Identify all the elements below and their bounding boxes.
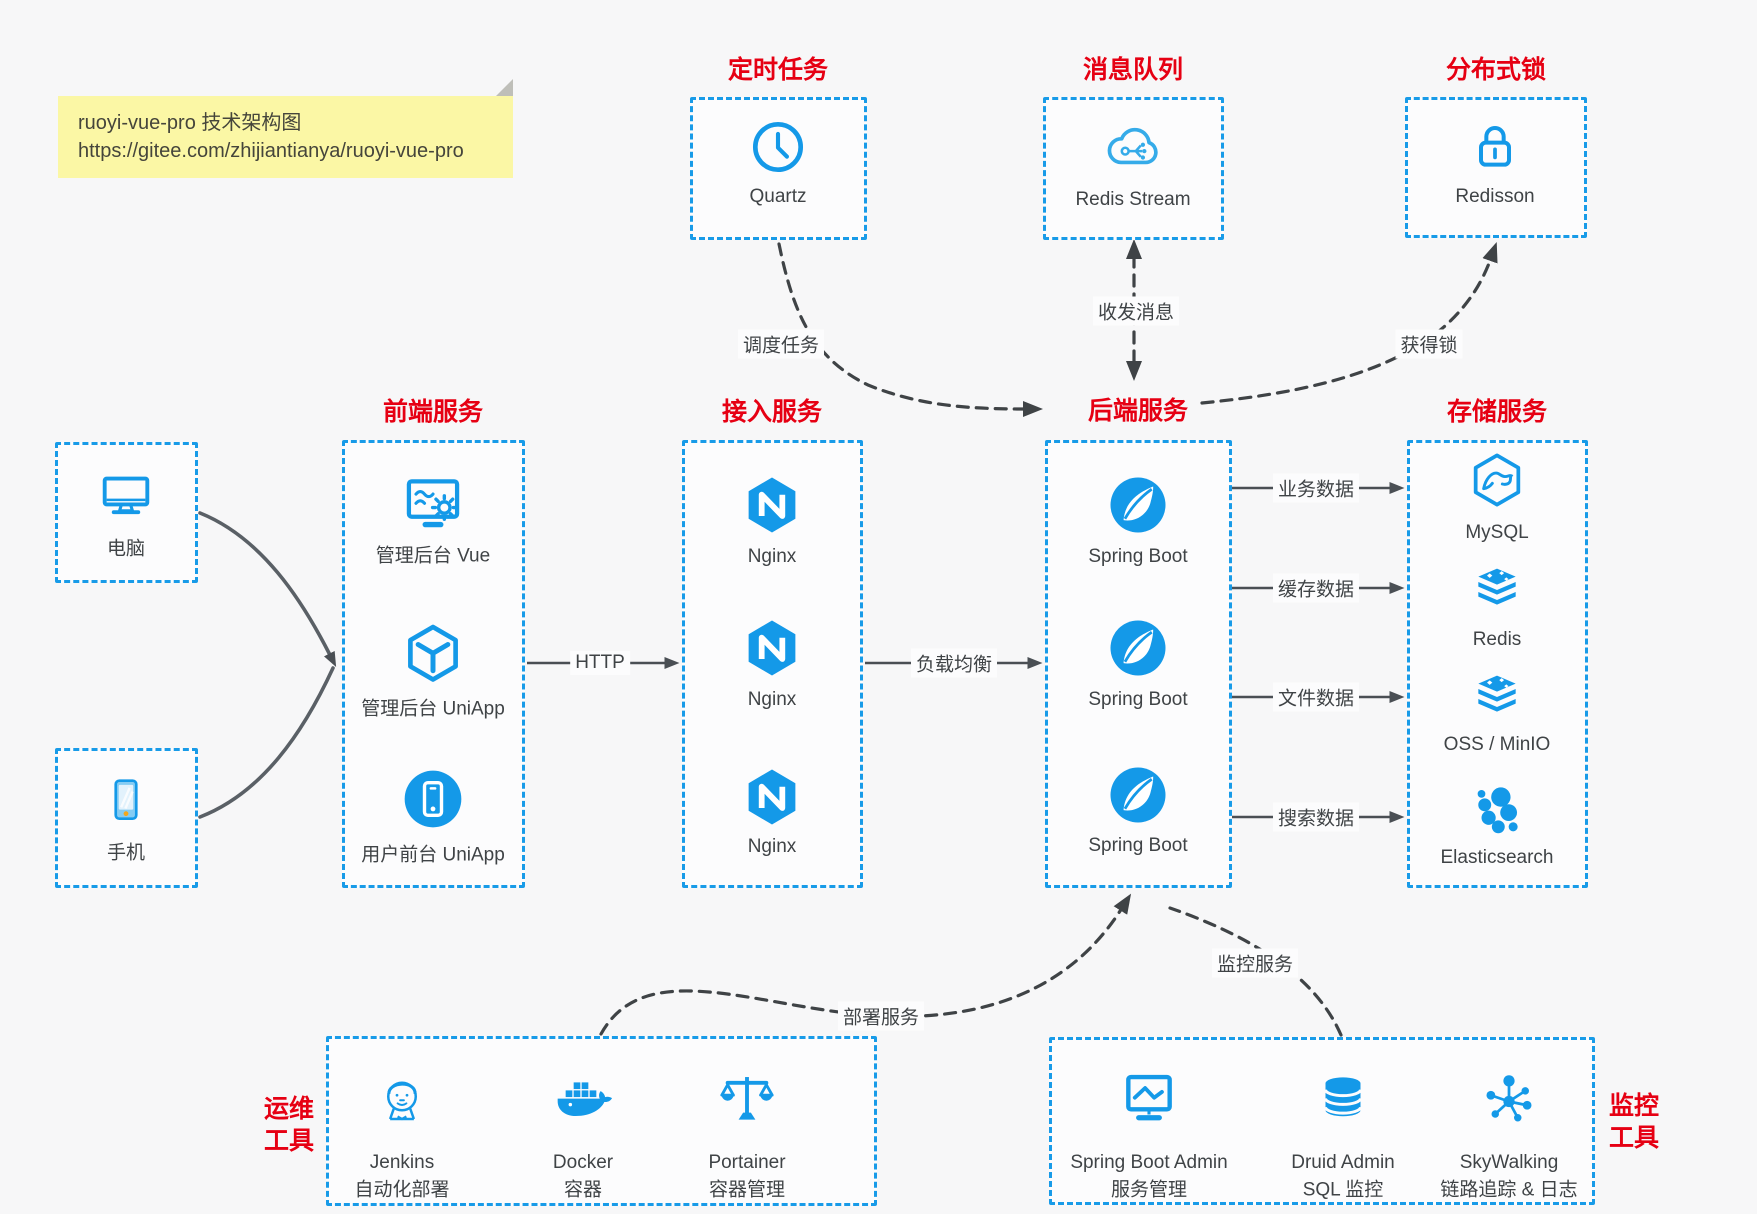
title-lock: 分布式锁 <box>1445 56 1547 84</box>
edge-pc-to-frontend <box>198 511 337 668</box>
monitor-item-name: Druid Admin <box>1291 1152 1395 1173</box>
title-devops-line2: 工具 <box>263 1127 315 1155</box>
cloud-stream-icon <box>1107 127 1158 165</box>
skywalking-icon <box>1486 1075 1532 1122</box>
edge-label-file-data: 文件数据 <box>1272 682 1360 712</box>
pc-label: 电脑 <box>106 538 146 560</box>
title-frontend: 前端服务 <box>382 398 484 426</box>
redisson-label: Redisson <box>1455 186 1535 207</box>
title-gateway: 接入服务 <box>721 398 823 426</box>
devops-item-desc: 容器 <box>563 1179 603 1201</box>
phone-label: 手机 <box>106 842 146 864</box>
title-monitor-line1: 监控 <box>1608 1092 1660 1120</box>
docker-icon <box>557 1082 613 1116</box>
title-devops-line1: 运维 <box>263 1095 315 1123</box>
redis-stream-box <box>1043 97 1224 240</box>
devops-item-name: Portainer <box>708 1152 786 1173</box>
computer-icon <box>102 476 150 515</box>
frontend-item-label: 管理后台 Vue <box>375 545 491 567</box>
title-backend: 后端服务 <box>1087 397 1189 425</box>
edge-label-cache-data: 缓存数据 <box>1272 573 1360 603</box>
edge-label-message: 收发消息 <box>1092 296 1180 326</box>
uniapp-admin-icon <box>408 624 458 682</box>
smartphone-icon <box>114 779 138 821</box>
mysql-icon <box>1473 453 1521 507</box>
backend-item-label: Spring Boot <box>1088 835 1188 856</box>
frontend-item-label: 用户前台 UniApp <box>361 844 505 866</box>
note-title: ruoyi-vue-pro 技术架构图 <box>78 112 302 134</box>
admin-vue-icon <box>406 479 460 528</box>
edge-label-schedule: 调度任务 <box>737 329 825 359</box>
storage-item-label: MySQL <box>1465 522 1529 543</box>
nginx-icon <box>748 769 796 825</box>
redis-icon <box>1478 568 1516 605</box>
spring-boot-icon <box>1110 767 1166 823</box>
redis-stream-label: Redis Stream <box>1075 189 1191 210</box>
spring-boot-admin-icon <box>1126 1074 1172 1121</box>
backend-item-label: Spring Boot <box>1088 546 1188 567</box>
edge-label-lock: 获得锁 <box>1395 329 1463 359</box>
devops-box <box>326 1036 877 1206</box>
edge-label-http: HTTP <box>570 651 630 675</box>
devops-item-name: Docker <box>552 1152 614 1173</box>
storage-item-label: Redis <box>1472 629 1522 650</box>
monitor-box <box>1049 1037 1595 1205</box>
monitor-item-desc: 服务管理 <box>1110 1179 1188 1201</box>
nginx-icon <box>748 477 796 533</box>
edge-label-search-data: 搜索数据 <box>1272 802 1360 832</box>
monitor-item-desc: 链路追踪 & 日志 <box>1440 1179 1578 1201</box>
devops-item-desc: 自动化部署 <box>354 1179 450 1201</box>
frontend-item-label: 管理后台 UniApp <box>361 698 505 720</box>
spring-boot-icon <box>1110 477 1166 533</box>
edge-label-biz-data: 业务数据 <box>1272 473 1360 503</box>
gateway-item-label: Nginx <box>747 546 797 567</box>
title-storage: 存储服务 <box>1446 398 1548 426</box>
title-mq: 消息队列 <box>1082 56 1184 84</box>
druid-icon <box>1324 1077 1362 1117</box>
quartz-label: Quartz <box>749 186 807 207</box>
edge-label-loadbalance: 负载均衡 <box>910 648 998 678</box>
storage-item-label: Elasticsearch <box>1440 847 1554 868</box>
monitor-item-desc: SQL 监控 <box>1302 1179 1384 1201</box>
edge-phone-to-frontend <box>198 666 335 819</box>
nginx-icon <box>748 620 796 676</box>
edge-label-deploy: 部署服务 <box>837 1001 925 1031</box>
clock-icon <box>752 121 804 173</box>
note-url: https://gitee.com/zhijiantianya/ruoyi-vu… <box>78 140 464 162</box>
edge-label-monitor: 监控服务 <box>1211 948 1299 978</box>
backend-item-label: Spring Boot <box>1088 689 1188 710</box>
title-monitor-line2: 工具 <box>1608 1124 1660 1152</box>
oss-minio-icon <box>1478 675 1516 712</box>
devops-item-name: Jenkins <box>369 1152 435 1173</box>
storage-item-label: OSS / MinIO <box>1443 734 1551 755</box>
monitor-item-name: Spring Boot Admin <box>1070 1152 1228 1173</box>
portainer-icon <box>720 1077 774 1120</box>
spring-boot-icon <box>1110 620 1166 676</box>
title-scheduler: 定时任务 <box>727 56 829 84</box>
redisson-box <box>1405 97 1587 238</box>
monitor-item-name: SkyWalking <box>1459 1152 1559 1173</box>
edge-schedule-arrow <box>777 242 1043 417</box>
devops-item-desc: 容器管理 <box>708 1179 786 1201</box>
sticky-note: ruoyi-vue-pro 技术架构图 https://gitee.com/zh… <box>58 79 513 178</box>
gateway-item-label: Nginx <box>747 836 797 857</box>
gateway-item-label: Nginx <box>747 689 797 710</box>
lock-icon <box>1479 126 1511 167</box>
jenkins-icon <box>387 1081 417 1121</box>
storage-box <box>1407 440 1588 888</box>
elasticsearch-icon <box>1477 787 1518 834</box>
uniapp-user-icon <box>404 770 462 828</box>
